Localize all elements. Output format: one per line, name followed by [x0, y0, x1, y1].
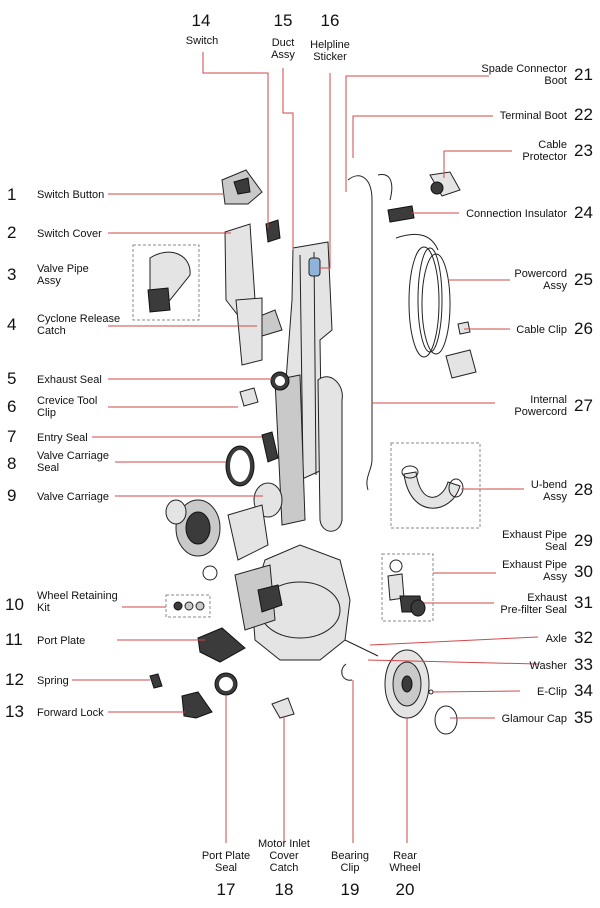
part-name: Helpline Sticker: [310, 39, 350, 63]
part-number: 10: [5, 595, 24, 614]
part-name: Glamour Cap: [501, 713, 567, 725]
part-name: Exhaust Pre-filter Seal: [500, 592, 567, 616]
part-name: Terminal Boot: [499, 110, 567, 122]
part-number: 7: [7, 427, 17, 446]
leader-lines: [72, 52, 539, 843]
part-name: Internal Powercord: [514, 394, 567, 418]
part-number: 27: [574, 396, 593, 415]
part-name: Valve Carriage Seal: [37, 450, 109, 474]
part-name: Motor Inlet Cover Catch: [258, 838, 310, 874]
part-name: Exhaust Pipe Seal: [502, 529, 567, 553]
part-name: Forward Lock: [37, 707, 104, 719]
small-parts-illustrations: [132, 169, 458, 735]
part-number: 15: [273, 11, 293, 30]
part-name: Port Plate Seal: [201, 850, 251, 874]
part-name: Switch Cover: [37, 228, 102, 240]
part-name: Cable Clip: [516, 324, 567, 336]
part-number: 19: [340, 880, 360, 899]
part-number: 30: [574, 562, 593, 581]
part-number: 3: [7, 265, 17, 284]
part-number: 2: [7, 223, 17, 242]
part-name: Valve Pipe Assy: [37, 263, 89, 287]
part-name: Exhaust Seal: [37, 374, 102, 386]
part-name: Powercord Assy: [514, 268, 567, 292]
part-number: 18: [274, 880, 294, 899]
part-number: 5: [7, 369, 17, 388]
part-name: Bearing Clip: [331, 850, 369, 874]
part-name: Spring: [37, 675, 69, 687]
helpline-sticker-shape: [308, 257, 321, 277]
part-name: Entry Seal: [37, 432, 88, 444]
part-name: Valve Carriage: [37, 491, 109, 503]
part-name: Connection Insulator: [466, 208, 567, 220]
part-number: 22: [574, 105, 593, 124]
part-name: Duct Assy: [271, 37, 295, 61]
part-name: Port Plate: [37, 635, 86, 647]
part-number: 31: [574, 593, 593, 612]
part-number: 23: [574, 141, 593, 160]
part-name: Switch Button: [37, 189, 105, 201]
part-name: Cyclone Release Catch: [37, 313, 121, 337]
part-number: 28: [574, 480, 593, 499]
part-name: Washer: [529, 660, 568, 672]
cord-illustrations: [347, 171, 481, 622]
part-name: Rear Wheel: [389, 850, 421, 874]
part-number: 24: [574, 203, 593, 222]
part-name: Axle: [545, 633, 567, 645]
main-body-illustration: [234, 241, 379, 661]
part-number: 25: [574, 270, 593, 289]
part-number: 34: [574, 681, 593, 700]
part-number: 35: [574, 708, 593, 727]
part-name: Crevice Tool Clip: [37, 395, 98, 419]
part-name: U-bend Assy: [530, 479, 567, 503]
part-number: 26: [574, 319, 593, 338]
part-name: Wheel Retaining Kit: [37, 590, 118, 614]
part-number: 20: [395, 880, 415, 899]
part-number: 1: [7, 185, 17, 204]
part-number: 9: [7, 486, 17, 505]
part-number: 4: [7, 315, 17, 334]
part-number: 29: [574, 531, 593, 550]
part-name: Cable Protector: [522, 139, 567, 163]
part-number: 12: [5, 670, 24, 689]
part-name: Spade Connector Boot: [481, 63, 567, 87]
part-name: Exhaust Pipe Assy: [502, 559, 567, 583]
part-number: 11: [5, 630, 23, 649]
part-number: 33: [574, 655, 593, 674]
part-number: 14: [191, 11, 211, 30]
part-name: Switch: [185, 35, 219, 47]
part-number: 16: [320, 11, 340, 30]
part-number: 6: [7, 397, 17, 416]
part-number: 21: [574, 65, 593, 84]
part-number: 32: [574, 628, 593, 647]
part-name: E-Clip: [537, 686, 567, 698]
part-number: 17: [216, 880, 236, 899]
part-number: 13: [5, 702, 24, 721]
part-number: 8: [7, 454, 17, 473]
